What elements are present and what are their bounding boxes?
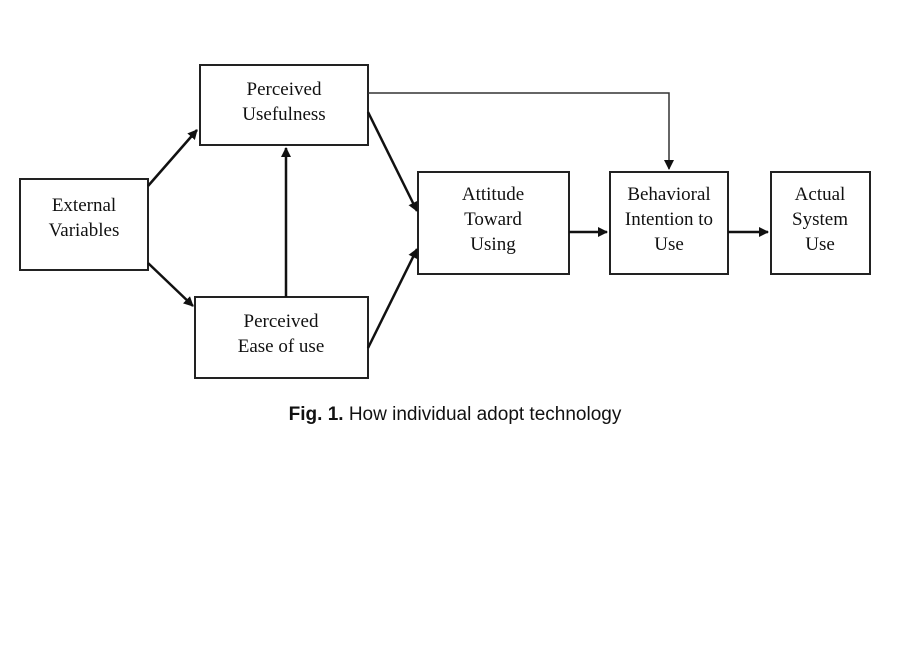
edge-ease-to-attitude — [366, 248, 419, 349]
edge-usefulness-to-attitude — [366, 111, 419, 212]
edge-external-to-ease — [147, 262, 194, 307]
node-attitude-toward-using-line1: Attitude — [462, 184, 524, 205]
node-external-variables-line2: Variables — [49, 220, 120, 241]
node-perceived-ease-of-use: Perceived Ease of use — [194, 296, 369, 379]
node-perceived-usefulness-line1: Perceived — [247, 79, 322, 100]
node-behavioral-intention-line3: Use — [654, 234, 684, 255]
node-perceived-ease-of-use-line1: Perceived — [244, 311, 319, 332]
figure-caption-text: How individual adopt technology — [343, 404, 622, 425]
node-behavioral-intention-line1: Behavioral — [627, 184, 710, 205]
node-actual-system-use-line1: Actual — [795, 184, 846, 205]
node-behavioral-intention-line2: Intention to — [625, 209, 713, 230]
node-actual-system-use-line2: System — [792, 209, 848, 230]
edge-usefulness-to-intention — [368, 92, 674, 170]
node-attitude-toward-using-line2: Toward — [464, 209, 522, 230]
node-attitude-toward-using: Attitude Toward Using — [417, 171, 570, 275]
edge-external-to-usefulness — [147, 129, 198, 187]
node-actual-system-use-line3: Use — [805, 234, 835, 255]
node-perceived-usefulness-line2: Usefulness — [242, 104, 325, 125]
figure-caption-label: Fig. 1. — [288, 404, 344, 425]
node-perceived-usefulness: Perceived Usefulness — [199, 64, 369, 146]
tam-diagram: External Variables Perceived Usefulness … — [19, 64, 871, 379]
node-actual-system-use: Actual System Use — [770, 171, 871, 275]
node-behavioral-intention: Behavioral Intention to Use — [609, 171, 729, 275]
node-attitude-toward-using-line3: Using — [470, 234, 516, 255]
figure-caption: Fig. 1. How individual adopt technology — [0, 404, 910, 426]
node-external-variables: External Variables — [19, 178, 149, 271]
node-perceived-ease-of-use-line2: Ease of use — [238, 336, 325, 357]
node-external-variables-line1: External — [52, 195, 116, 216]
